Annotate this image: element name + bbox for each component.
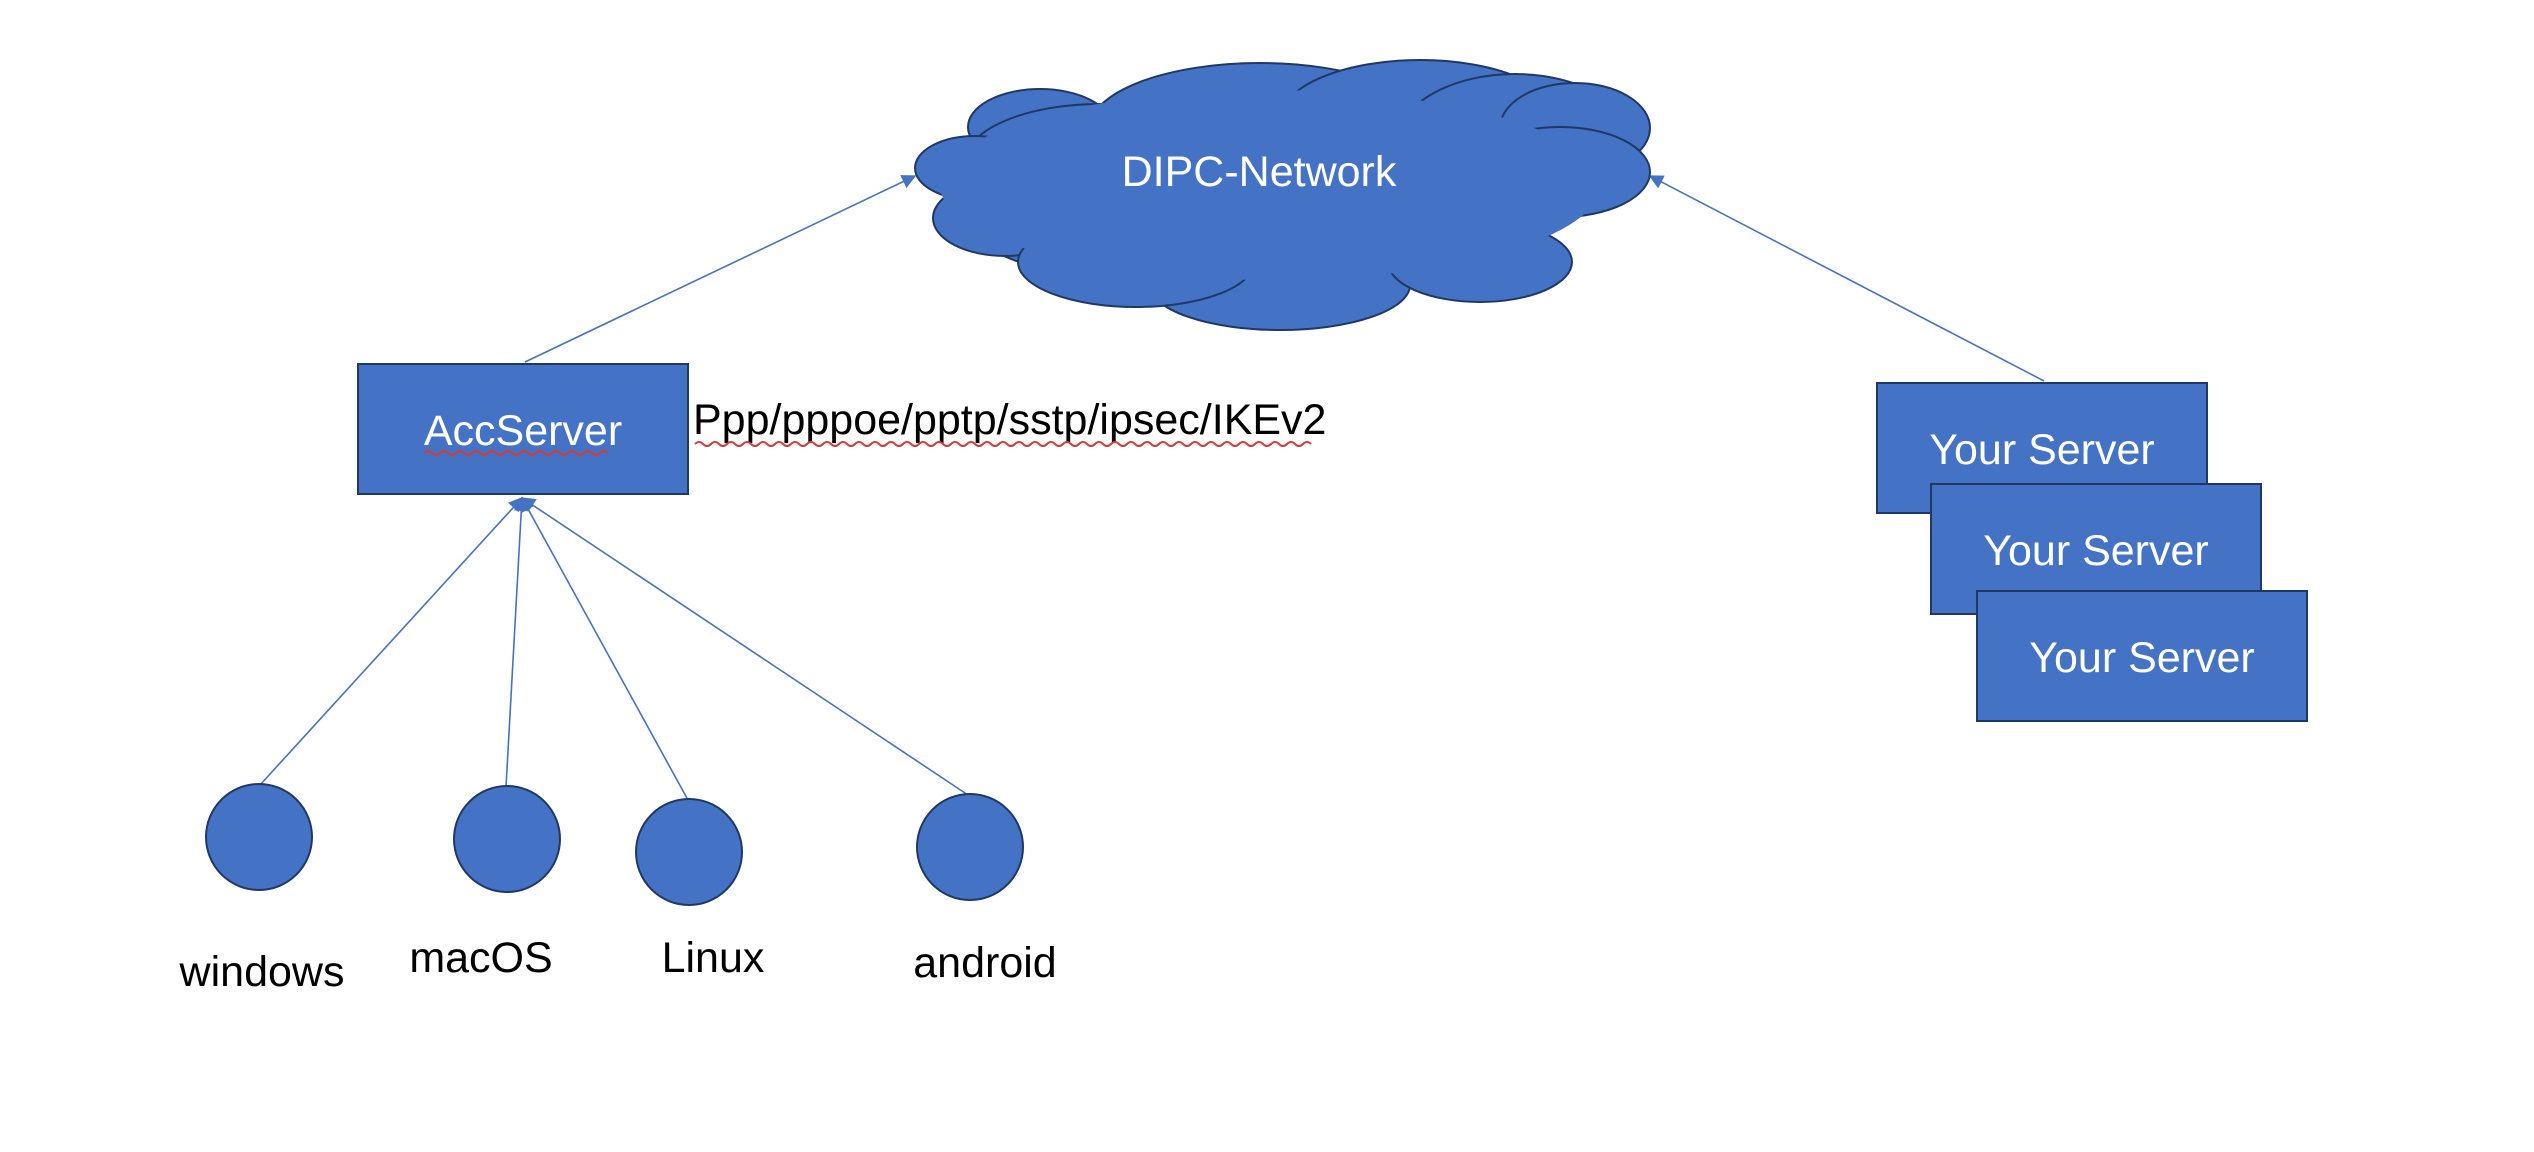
- windows-node[interactable]: [205, 783, 313, 891]
- server-label-2: Your Server: [1983, 527, 2208, 575]
- client-nodes: [205, 783, 1024, 906]
- linux-to-acc-line: [521, 496, 689, 801]
- macos-label: macOS: [409, 934, 552, 982]
- server-box-3[interactable]: [1976, 590, 2308, 722]
- android-to-acc-line: [520, 497, 969, 796]
- acc-server-label: AccServer: [424, 407, 622, 455]
- cloud-label: DIPC-Network: [1122, 148, 1397, 196]
- connectors: [259, 175, 2045, 801]
- windows-to-acc-line: [259, 496, 523, 786]
- server-to-cloud-arrow: [1648, 175, 2045, 382]
- macos-to-acc-line: [505, 496, 529, 788]
- protocols-label: Ppp/pppoe/pptp/sstp/ipsec/IKEv2: [693, 396, 1326, 444]
- android-label: android: [913, 939, 1056, 987]
- linux-label: Linux: [662, 934, 765, 982]
- protocols-spellcheck-underline: [694, 441, 1312, 447]
- server-label-1: Your Server: [1929, 426, 2154, 474]
- linux-node[interactable]: [635, 798, 743, 906]
- acc-to-cloud-arrow: [524, 175, 917, 363]
- client-labels: windows macOS Linux android: [179, 934, 1057, 996]
- android-node[interactable]: [916, 793, 1024, 901]
- windows-label: windows: [179, 948, 345, 996]
- server-label-3: Your Server: [2029, 634, 2254, 682]
- server-stack: Your Server Your Server Your Server: [1876, 382, 2308, 722]
- acc-server-box[interactable]: [357, 363, 689, 495]
- acc-server-spellcheck-underline: [423, 450, 609, 456]
- macos-node[interactable]: [453, 785, 561, 893]
